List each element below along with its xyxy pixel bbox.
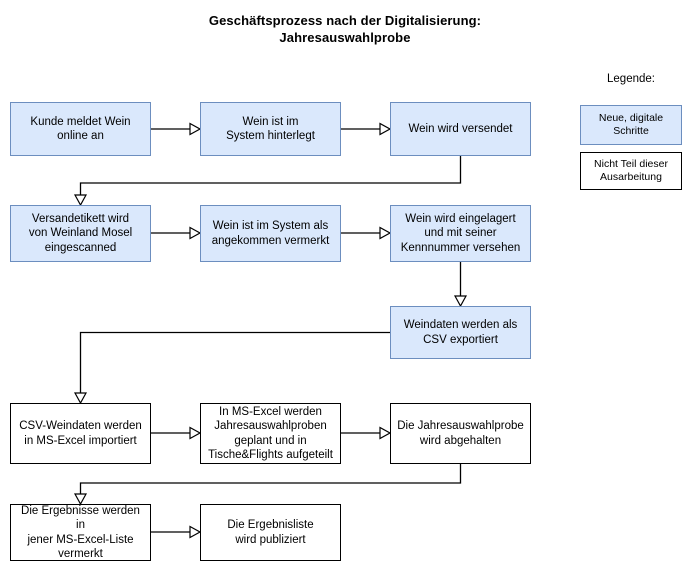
node-weindaten-csv-export[interactable]: Weindaten werden als CSV exportiert (390, 306, 531, 359)
node-csv-import-excel[interactable]: CSV-Weindaten werden in MS-Excel importi… (10, 403, 151, 464)
edge-n6-n7 (453, 262, 468, 308)
legend-heading: Legende: (607, 73, 655, 85)
legend-item-digital: Neue, digitale Schritte (580, 105, 682, 145)
edge-n11-n12 (151, 525, 202, 539)
node-ergebnisse-vermerkt[interactable]: Die Ergebnisse werden in jener MS-Excel-… (10, 504, 151, 561)
node-wein-wird-versendet[interactable]: Wein wird versendet (390, 102, 531, 156)
edge-n3-n4 (73, 155, 462, 207)
page-title: Geschäftsprozess nach der Digitalisierun… (208, 13, 482, 45)
legend-item-out-of-scope: Nicht Teil dieser Ausarbeitung (580, 152, 682, 190)
node-excel-jahresauswahlproben-planung[interactable]: In MS-Excel werden Jahresauswahlproben g… (200, 403, 341, 464)
node-jahresauswahlprobe-abgehalten[interactable]: Die Jahresauswahlprobe wird abgehalten (390, 403, 531, 464)
edge-n8-n9 (151, 426, 202, 440)
node-ergebnisliste-publiziert[interactable]: Die Ergebnisliste wird publiziert (200, 504, 341, 561)
node-versandetikett-eingescanned[interactable]: Versandetikett wird von Weinland Mosel e… (10, 205, 151, 262)
edge-n7-n8 (73, 331, 390, 405)
node-kunde-meldet-wein[interactable]: Kunde meldet Wein online an (10, 102, 151, 156)
edge-n4-n5 (151, 226, 202, 240)
edge-n5-n6 (341, 226, 392, 240)
node-wein-eingelagert-kennnummer[interactable]: Wein wird eingelagert und mit seiner Ken… (390, 205, 531, 262)
edge-n2-n3 (341, 122, 392, 136)
edge-n10-n11 (73, 463, 462, 506)
node-wein-im-system-hinterlegt[interactable]: Wein ist im System hinterlegt (200, 102, 341, 156)
edge-n1-n2 (151, 122, 202, 136)
edge-n9-n10 (341, 426, 392, 440)
node-wein-angekommen-vermerkt[interactable]: Wein ist im System als angekommen vermer… (200, 205, 341, 262)
